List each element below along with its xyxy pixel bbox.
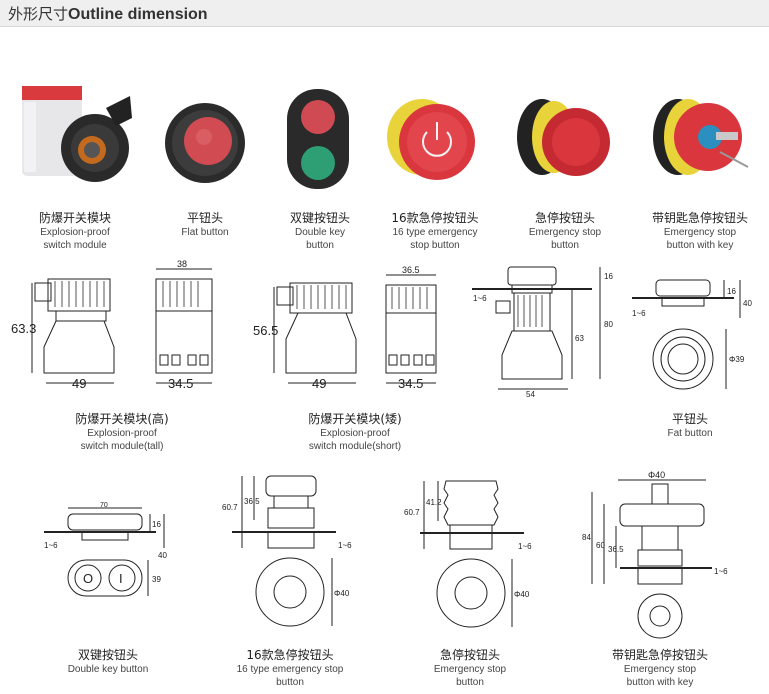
flat-panel-label: 1~6	[632, 309, 646, 318]
es16-dia-label: Φ40	[334, 589, 350, 598]
es16-h2-label: 36.5	[244, 497, 260, 506]
dk-h1-label: 16	[152, 520, 161, 529]
short-module-drawing: 56.5 49 36.5 34.5	[253, 265, 437, 391]
es-body-label: 63	[575, 334, 584, 343]
es-panel-label: 1~6	[473, 294, 487, 303]
section-header: 外形尺寸Outline dimension	[0, 0, 769, 27]
dk-side-label: 39	[152, 575, 161, 584]
flat-button-photo	[165, 103, 245, 183]
short-depth-label: 36.5	[402, 265, 420, 275]
es-total-label: 80	[604, 320, 613, 329]
dk-h2-label: 40	[158, 551, 167, 560]
es16-panel-label: 1~6	[338, 541, 352, 550]
flat-button-drawing: 1~6 16 40 Φ39	[632, 279, 752, 390]
key-h3-label: 36.5	[608, 545, 624, 554]
esb-h2-label: 41.2	[426, 498, 442, 507]
esb-panel-label: 1~6	[518, 542, 532, 551]
short-side-width-label: 34.5	[398, 376, 423, 391]
section-title: 外形尺寸Outline dimension	[8, 5, 208, 23]
double-key-drawing: 70 16 40 1~6 O I 39	[44, 502, 167, 597]
emergency-stop-with-key-photo	[653, 99, 749, 175]
tall-module-drawing: 63.3 49 38 34.5	[11, 259, 213, 391]
dk-i-label: I	[119, 571, 123, 586]
es-top-label: 16	[604, 272, 613, 281]
es16-h1-label: 60.7	[222, 503, 238, 512]
emergency-stop-button-drawing: 60.7 41.2 1~6 Φ40	[404, 480, 532, 628]
double-key-button-photo	[287, 89, 349, 189]
tall-width-label: 49	[72, 376, 86, 391]
tall-height-label: 63.3	[11, 321, 36, 336]
emergency-stop-photo	[517, 99, 610, 176]
flat-dia-label: Φ39	[729, 355, 745, 364]
esb-h1-label: 60.7	[404, 508, 420, 517]
key-panel-label: 1~6	[714, 567, 728, 576]
dk-o-label: O	[83, 571, 93, 586]
flat-h2-label: 40	[743, 299, 752, 308]
dk-panel-label: 1~6	[44, 541, 58, 550]
dk-width-label: 70	[100, 502, 108, 509]
tall-side-width-label: 34.5	[168, 376, 193, 391]
explosion-proof-module-photo	[22, 86, 132, 182]
key-h2-label: 60	[596, 541, 605, 550]
16-type-emergency-stop-drawing: 60.7 36.5 1~6 Φ40	[222, 475, 352, 627]
emergency-stop-section-drawing: 1~6 16 80 63 54	[472, 266, 613, 399]
es-width-label: 54	[526, 390, 535, 399]
tall-depth-label: 38	[177, 259, 187, 269]
short-width-label: 49	[312, 376, 326, 391]
flat-h1-label: 16	[727, 287, 736, 296]
key-h1-label: 84	[582, 533, 591, 542]
emergency-stop-with-key-drawing: Φ40 84 60 36.5 1~6	[582, 470, 728, 639]
16-type-emergency-stop-photo	[387, 99, 475, 180]
key-dia-label: Φ40	[648, 470, 665, 480]
esb-dia-label: Φ40	[514, 590, 530, 599]
short-height-label: 56.5	[253, 323, 278, 338]
